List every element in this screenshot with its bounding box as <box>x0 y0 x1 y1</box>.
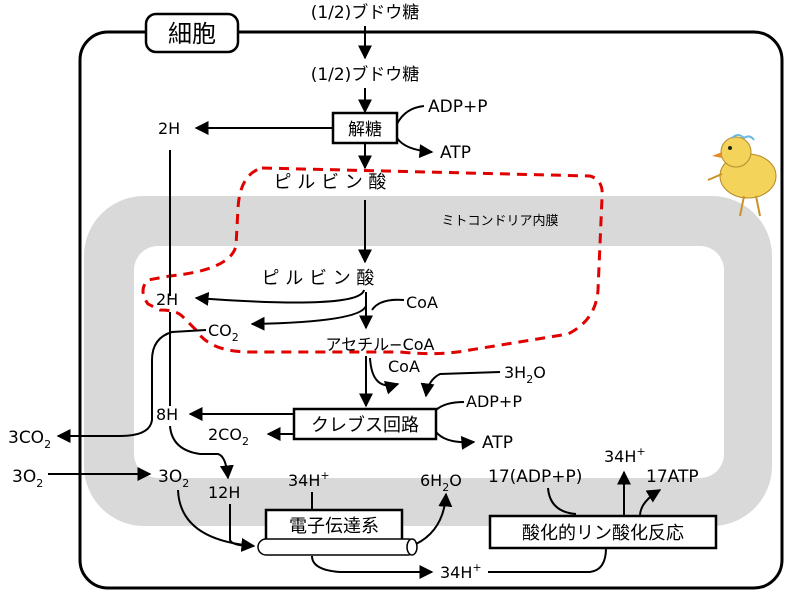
etc-label: 電子伝達系 <box>289 516 379 537</box>
link-h: 2H <box>156 290 178 309</box>
krebs-coa-out: CoA <box>388 357 420 376</box>
krebs-co2: 2CO2 <box>208 425 249 448</box>
mitochondria-matrix <box>134 246 724 478</box>
pyruvate-matrix: ピ ル ビ ン 酸 <box>262 268 375 289</box>
title-box <box>144 12 240 54</box>
krebs-water: 3H2O <box>504 363 546 386</box>
krebs-atp: ATP <box>482 433 513 453</box>
h12: 12H <box>208 483 240 502</box>
krebs-h8: 8H <box>156 405 178 424</box>
glucose-outside: (1/2)ブドウ糖 <box>311 2 420 23</box>
pyruvate-transport-region <box>141 166 604 356</box>
etc-channel-end <box>406 538 418 556</box>
oxphos-box <box>488 514 718 550</box>
glycolysis-h: 2H <box>158 119 180 138</box>
link-coa-in: CoA <box>406 293 438 312</box>
etc-proton-top: 34H+ <box>288 469 330 490</box>
title: 細胞 <box>168 20 216 48</box>
etc-box <box>264 508 404 542</box>
etc-water: 6H2O <box>420 471 462 494</box>
oxphos-atp: 17ATP <box>646 467 699 487</box>
etc-proton-bottom: 34H+ <box>440 561 482 582</box>
krebs-cycle-label: クレブス回路 <box>311 414 419 436</box>
oxphos-adp: 17(ADP+P) <box>488 467 582 487</box>
membrane-label: ミトコンドリア内膜 <box>441 213 558 229</box>
glycolysis-adp: ADP+P <box>428 97 487 117</box>
krebs-adp: ADP+P <box>466 392 522 411</box>
o2-out: 3O2 <box>12 467 43 490</box>
link-co2: CO2 <box>208 321 239 344</box>
o2-in: 3O2 <box>158 467 189 490</box>
chick-icon <box>707 134 777 217</box>
krebs-cycle-box <box>292 407 438 441</box>
glycolysis-label: 解糖 <box>348 120 382 140</box>
pyruvate-cytosol: ピ ル ビ ン 酸 <box>274 172 387 193</box>
glycolysis-atp: ATP <box>440 143 471 163</box>
oxphos-proton: 34H+ <box>604 445 646 466</box>
oxphos-label: 酸化的リン酸化反応 <box>522 523 684 544</box>
co2-out: 3CO2 <box>8 428 51 451</box>
acetyl-coa: アセチル−CoA <box>326 335 435 354</box>
glucose-inside: (1/2)ブドウ糖 <box>311 64 420 85</box>
etc-channel <box>257 538 417 556</box>
